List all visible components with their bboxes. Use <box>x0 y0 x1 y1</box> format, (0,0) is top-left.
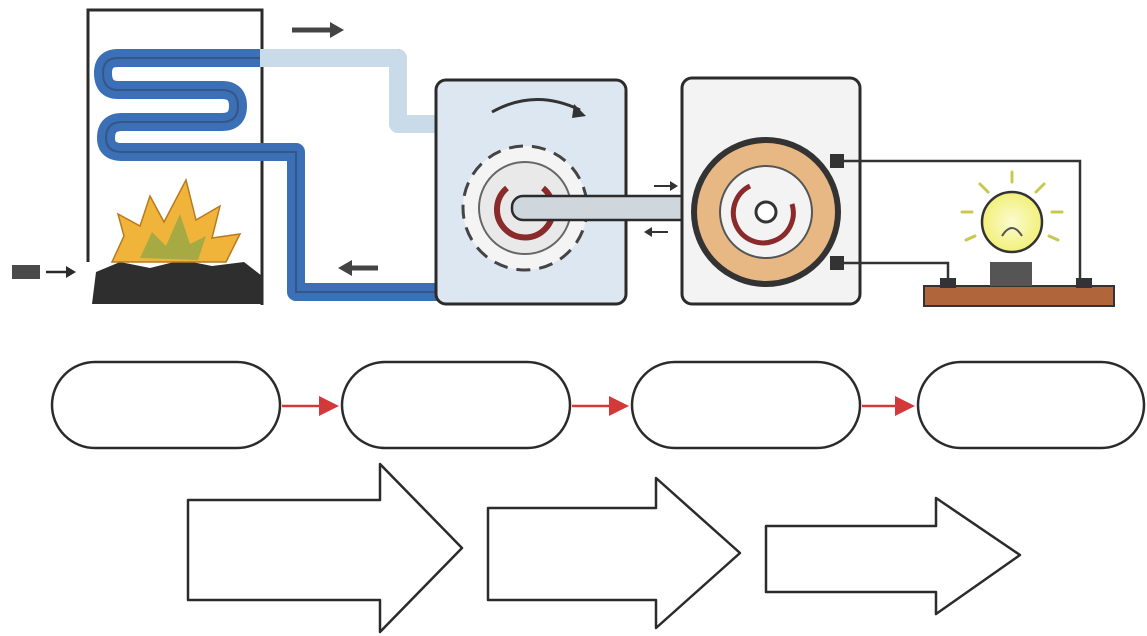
lamp-base-board <box>923 285 1115 307</box>
steam-pipe <box>260 49 468 133</box>
flame <box>110 177 242 263</box>
light-rays <box>960 170 1064 242</box>
answer-box-4[interactable] <box>916 360 1146 450</box>
generator-terminal-bottom <box>830 256 844 270</box>
wire-top <box>844 159 1082 282</box>
wire-bottom <box>844 261 950 282</box>
bulb-socket <box>990 262 1032 286</box>
coal-pile <box>92 260 262 304</box>
energy-arrow-3[interactable] <box>764 496 1022 616</box>
answer-boxes-row <box>50 360 1146 450</box>
generator <box>680 76 862 306</box>
rotation-arc <box>491 98 581 114</box>
answer-box-3[interactable] <box>630 360 862 450</box>
lamp-circuit <box>844 159 1115 307</box>
answer-box-1[interactable] <box>50 360 282 450</box>
answer-box-2[interactable] <box>340 360 572 450</box>
energy-arrow-2[interactable] <box>486 476 742 630</box>
power-plant-illustration <box>12 8 1115 307</box>
boiler-water-coil <box>94 49 520 301</box>
fuel-input-block <box>12 265 40 279</box>
energy-arrows-row <box>186 462 1022 634</box>
light-bulb <box>980 190 1044 254</box>
energy-arrow-1[interactable] <box>186 462 464 634</box>
generator-terminal-top <box>830 154 844 168</box>
turbine <box>434 78 772 306</box>
